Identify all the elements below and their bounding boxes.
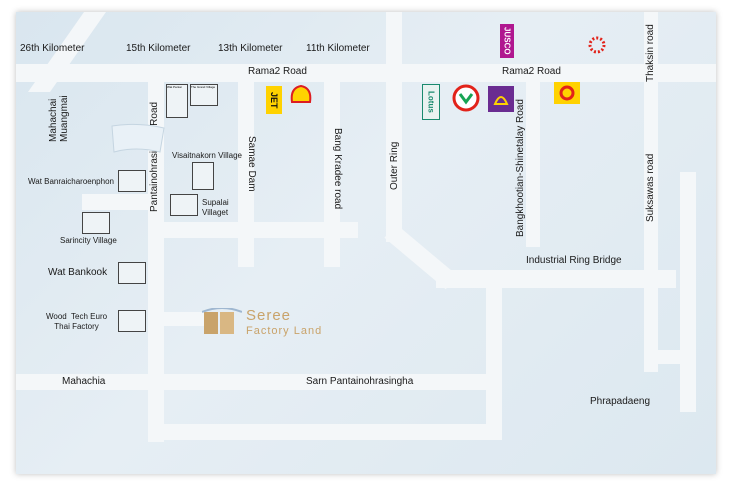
right-loop-road bbox=[486, 284, 502, 440]
building-sarincity[interactable] bbox=[82, 212, 110, 234]
factory-access-road bbox=[148, 312, 218, 326]
label-mahachai: Mahachai Muangmai bbox=[48, 95, 70, 142]
seree-subtitle: Factory Land bbox=[246, 325, 323, 337]
label-outer-ring: Outer Ring bbox=[389, 141, 400, 190]
label-bang-kradee: Bang Kradee road bbox=[332, 128, 343, 210]
building-visaitnakorn[interactable] bbox=[192, 162, 214, 190]
label-11th-km: 11th Kilometer bbox=[306, 43, 370, 54]
bangkhootian-road bbox=[526, 72, 540, 247]
label-suksawas: Suksawas road bbox=[645, 153, 656, 222]
building-grand-village[interactable]: The Grand Village bbox=[190, 84, 218, 106]
label-13th-km: 13th Kilometer bbox=[218, 43, 283, 54]
jusco-logo-icon[interactable]: JUSCO bbox=[500, 24, 514, 58]
label-visaitnakorn: Visaitnakorn Village bbox=[172, 151, 242, 160]
label-bangkhootian: Bangkhootian-Shinetalay Road bbox=[515, 99, 526, 237]
phrapadaeng-road bbox=[680, 172, 696, 412]
label-rama2-left: Rama2 Road bbox=[248, 66, 307, 77]
central-logo-icon[interactable] bbox=[584, 34, 610, 56]
rama2-road bbox=[16, 64, 716, 82]
building-wat-bankook[interactable] bbox=[118, 262, 146, 284]
outer-ring-road bbox=[386, 12, 402, 242]
map[interactable]: 26th Kilometer 15th Kilometer 13th Kilom… bbox=[16, 12, 716, 474]
label-wat-banrai: Wat Banraicharoenphon bbox=[28, 177, 114, 186]
building-wat-pantai[interactable]: Wat Pantai bbox=[166, 84, 188, 118]
industrial-ring-road bbox=[436, 270, 676, 288]
building-wood-tech[interactable] bbox=[118, 310, 146, 332]
label-phrapadaeng: Phrapadaeng bbox=[590, 396, 651, 407]
suksawas-road bbox=[644, 112, 658, 372]
jet-logo-icon[interactable]: JET bbox=[266, 86, 282, 114]
bang-kradee-road bbox=[324, 72, 340, 267]
building-supalai[interactable] bbox=[170, 194, 198, 216]
left-short-road bbox=[82, 194, 152, 210]
central-star-icon bbox=[588, 36, 606, 54]
label-rama2-right: Rama2 Road bbox=[502, 66, 561, 77]
label-wood-tech: Wood Tech Euro Thai Factory bbox=[46, 312, 108, 332]
mahachia-road bbox=[16, 374, 486, 390]
label-15th-km: 15th Kilometer bbox=[126, 43, 191, 54]
label-thaksin: Thaksin road bbox=[645, 24, 656, 82]
thai-logo-icon[interactable] bbox=[488, 86, 514, 112]
pantainohrasingha-road bbox=[148, 72, 164, 442]
label-wat-bankook: Wat Bankook bbox=[48, 267, 108, 278]
east-link-road bbox=[644, 350, 684, 364]
bigc-logo-icon[interactable] bbox=[554, 82, 580, 104]
river-icon bbox=[111, 123, 165, 153]
ptt-logo-icon[interactable] bbox=[452, 84, 480, 112]
label-supalai: Supalai Villaget bbox=[202, 198, 229, 217]
label-26th-km: 26th Kilometer bbox=[20, 43, 85, 54]
samae-dam-road bbox=[238, 72, 254, 267]
cross-road-mid bbox=[148, 222, 358, 238]
label-industrial-bridge: Industrial Ring Bridge bbox=[526, 255, 622, 266]
seree-title: Seree bbox=[246, 307, 292, 324]
thaksin-road bbox=[644, 12, 658, 112]
label-mahachia: Mahachia bbox=[62, 376, 106, 387]
seree-logo-icon bbox=[202, 308, 242, 334]
lotus-logo-icon[interactable]: Lotus bbox=[422, 84, 440, 120]
bottom-loop-road bbox=[161, 424, 491, 440]
shell-logo-icon[interactable] bbox=[290, 84, 312, 104]
label-samae-dam: Samae Dam bbox=[246, 136, 257, 192]
building-wat-banrai[interactable] bbox=[118, 170, 146, 192]
label-sarincity: Sarincity Village bbox=[60, 236, 117, 245]
label-sarn-pantai: Sarn Pantainohrasingha bbox=[306, 376, 414, 387]
